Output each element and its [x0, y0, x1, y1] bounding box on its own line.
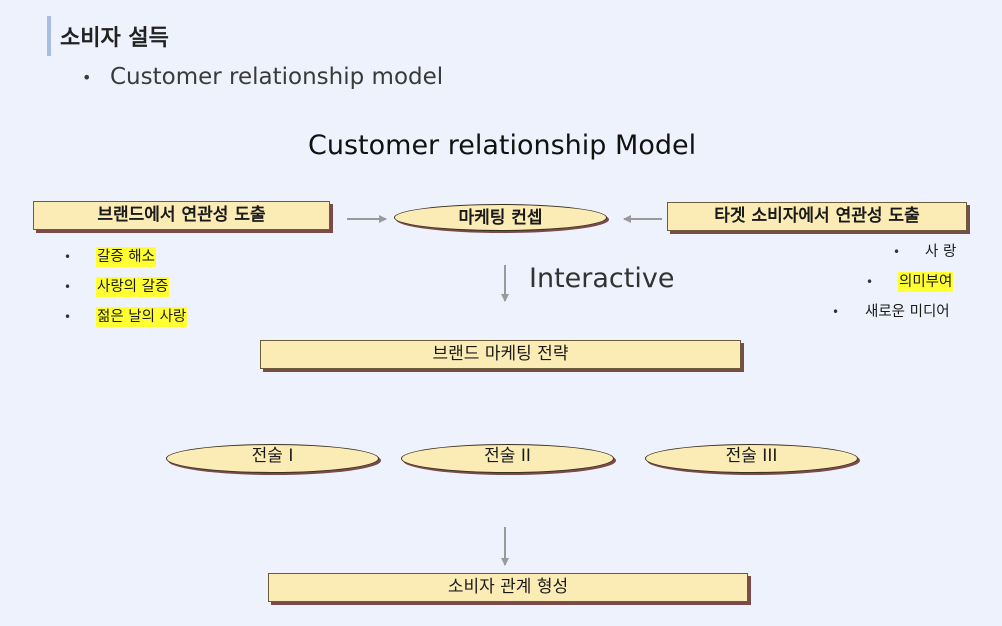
bullet-dot: • — [893, 245, 901, 259]
heading-accent-bar — [47, 16, 51, 56]
consumer-relationship-label: 소비자 관계 형성 — [447, 577, 569, 597]
tactic-1-label: 전술 I — [251, 446, 294, 466]
consumer-item-text: 새로운 미디어 — [865, 304, 950, 320]
brand-strategy-label: 브랜드 마케팅 전략 — [432, 344, 569, 364]
consumer-item-text: 의미부여 — [898, 272, 954, 292]
tactic-3-ellipse: 전술 III — [645, 444, 858, 473]
list-item: • 젊은 날의 사랑 — [64, 302, 188, 332]
brand-item-text: 젊은 날의 사랑 — [96, 307, 188, 327]
bullet-dot: • — [64, 310, 72, 324]
tactic-3-label: 전술 III — [725, 446, 778, 466]
consumer-item-text: 사 랑 — [925, 244, 957, 260]
page-title: 소비자 설득 — [60, 26, 169, 51]
list-item: • 새로운 미디어 — [832, 300, 950, 321]
brand-item-text: 사랑의 갈증 — [96, 277, 170, 297]
diagram-title: Customer relationship Model — [308, 130, 697, 161]
target-relevance-box: 타겟 소비자에서 연관성 도출 — [667, 202, 967, 231]
list-item: • 사랑의 갈증 — [64, 272, 187, 302]
interactive-label: Interactive — [529, 263, 675, 294]
bullet-dot: • — [832, 305, 840, 319]
bullet-dot: • — [64, 250, 72, 264]
bullet-dot: • — [866, 275, 874, 289]
tactic-2-ellipse: 전술 II — [401, 444, 614, 473]
consumer-relationship-box: 소비자 관계 형성 — [268, 573, 748, 602]
tactic-1-ellipse: 전술 I — [166, 444, 379, 473]
brand-relevance-box: 브랜드에서 연관성 도출 — [33, 201, 330, 230]
bullet-dot: • — [82, 68, 92, 87]
brand-items-list: • 갈증 해소 • 사랑의 갈증 • 젊은 날의 사랑 — [64, 242, 188, 332]
brand-relevance-label: 브랜드에서 연관성 도출 — [97, 205, 266, 225]
marketing-concept-label: 마케팅 컨셉 — [458, 208, 543, 228]
bullet-dot: • — [64, 280, 72, 294]
list-item: • 의미부여 — [866, 270, 954, 292]
target-relevance-label: 타겟 소비자에서 연관성 도출 — [714, 206, 920, 226]
marketing-concept-ellipse: 마케팅 컨셉 — [394, 204, 607, 231]
list-item: • 사 랑 — [893, 240, 956, 261]
subtitle-text: Customer relationship model — [110, 64, 444, 90]
tactic-2-label: 전술 II — [484, 446, 531, 466]
subtitle-bullet: • Customer relationship model — [82, 64, 443, 90]
brand-item-text: 갈증 해소 — [96, 247, 156, 267]
brand-strategy-box: 브랜드 마케팅 전략 — [260, 340, 741, 369]
list-item: • 갈증 해소 — [64, 242, 187, 272]
